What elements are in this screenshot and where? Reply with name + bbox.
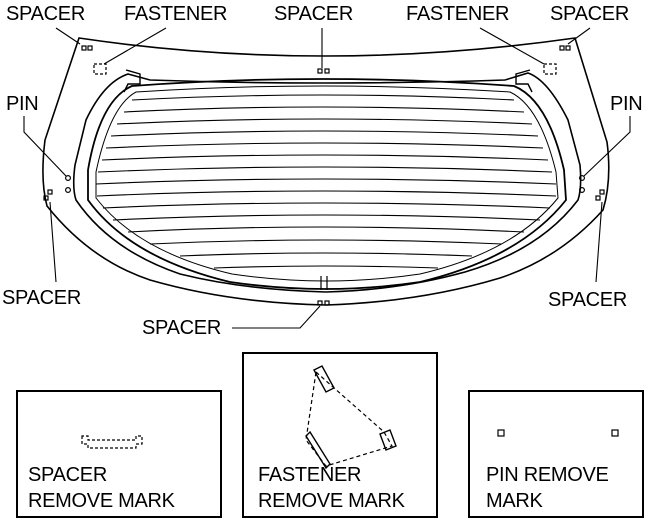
- fastener-mark-left: [93, 63, 107, 75]
- heater-panel-inner-outline: [95, 85, 559, 282]
- heater-panel-outline: [87, 78, 567, 290]
- spacer-remove-mark-icon: [81, 435, 143, 449]
- bus-bar-tab: [320, 276, 328, 290]
- fastener-mark-right: [543, 63, 557, 75]
- legend-fastener-remove-mark: FASTENER REMOVE MARK: [242, 352, 438, 518]
- legend-fastener-line1: FASTENER: [258, 464, 362, 486]
- legend-spacer-line2: REMOVE MARK: [28, 490, 175, 512]
- label-pin-right: PIN: [610, 93, 643, 115]
- heater-panel: [87, 78, 567, 290]
- inner-frame-outline: [72, 72, 582, 293]
- label-pin-left: PIN: [6, 93, 39, 115]
- label-spacer-lower-left: SPACER: [2, 287, 81, 309]
- defogger-lines: [95, 94, 557, 269]
- spacer-marks: [43, 45, 605, 306]
- legend-pin-line2: MARK: [486, 490, 543, 512]
- pin-remove-mark-icon: [497, 429, 619, 437]
- glass-outer-outline: [42, 37, 610, 306]
- label-fastener-top-right: FASTENER: [406, 3, 510, 25]
- label-spacer-bottom-center: SPACER: [142, 317, 221, 339]
- label-spacer-lower-right: SPACER: [548, 289, 627, 311]
- legend-fastener-line2: REMOVE MARK: [258, 490, 405, 512]
- left-frame-bracket: [123, 69, 141, 93]
- legend-pin-line1: PIN REMOVE: [486, 464, 609, 486]
- legend-spacer-remove-mark: SPACER REMOVE MARK: [16, 390, 222, 518]
- fastener-remove-mark-icon: [305, 365, 397, 470]
- label-spacer-top-center: SPACER: [274, 3, 353, 25]
- label-fastener-top-left: FASTENER: [124, 3, 228, 25]
- label-spacer-top-left: SPACER: [6, 3, 85, 25]
- legend-spacer-line1: SPACER: [28, 464, 107, 486]
- label-spacer-top-right: SPACER: [550, 3, 629, 25]
- pin-marks: [64, 175, 585, 194]
- right-frame-bracket: [515, 69, 533, 93]
- leader-lines: [23, 27, 631, 329]
- legend-pin-remove-mark: PIN REMOVE MARK: [468, 390, 644, 518]
